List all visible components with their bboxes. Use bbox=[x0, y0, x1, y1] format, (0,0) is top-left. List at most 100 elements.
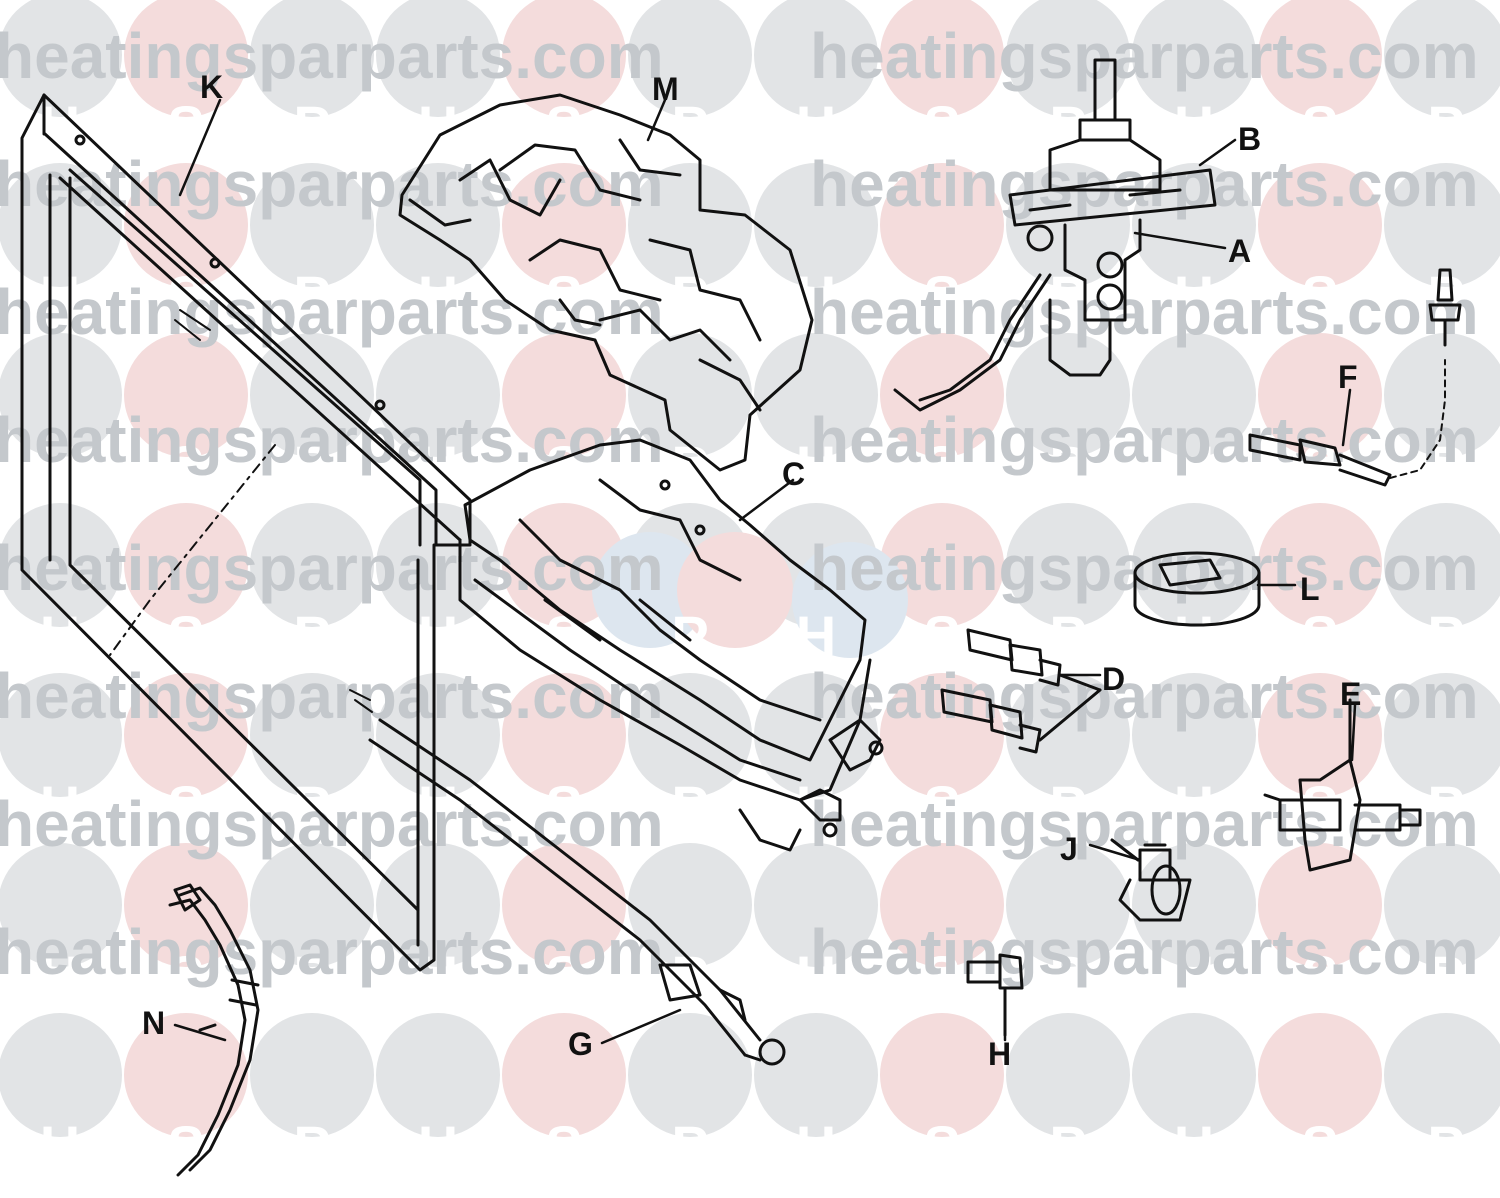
watermark-circle bbox=[124, 843, 248, 967]
callout-e: E bbox=[1340, 676, 1361, 712]
watermark-circle bbox=[1006, 673, 1130, 797]
watermark-letter: P bbox=[671, 604, 708, 667]
watermark-letter: S bbox=[1301, 94, 1338, 157]
callout-l: L bbox=[1300, 571, 1320, 607]
watermark-letter: S bbox=[923, 604, 960, 667]
watermark-letter: S bbox=[1301, 1114, 1338, 1177]
callout-j: J bbox=[1060, 831, 1078, 867]
callout-k: K bbox=[200, 69, 223, 105]
watermark-letter: P bbox=[1427, 774, 1464, 837]
watermark-circle bbox=[1258, 503, 1382, 627]
watermark-letter: S bbox=[1301, 774, 1338, 837]
watermark-circle bbox=[880, 503, 1004, 627]
watermark-circle bbox=[677, 532, 793, 648]
watermark-circle bbox=[1258, 333, 1382, 457]
watermark-letter: P bbox=[1049, 1114, 1086, 1177]
watermark-letter: S bbox=[923, 944, 960, 1007]
watermark-circle bbox=[1258, 163, 1382, 287]
watermark-letter: S bbox=[923, 774, 960, 837]
watermark-letter: H bbox=[40, 944, 80, 1007]
watermark-circle bbox=[1258, 0, 1382, 117]
part-g-rail bbox=[368, 718, 786, 1066]
watermark-circle bbox=[250, 333, 374, 457]
watermark-letter: H bbox=[418, 604, 458, 667]
watermark-circles bbox=[0, 0, 1500, 1137]
watermark-text: heatingsparparts.com bbox=[810, 532, 1479, 604]
watermark-letter: S bbox=[167, 434, 204, 497]
watermark-circle bbox=[592, 532, 708, 648]
watermark-letter: P bbox=[1049, 264, 1086, 327]
watermark-text: heatingsparparts.com bbox=[0, 276, 664, 348]
watermark-circle bbox=[376, 0, 500, 117]
watermark-circle bbox=[628, 1013, 752, 1137]
watermark-circle bbox=[1132, 503, 1256, 627]
part-m-fuel-bed-coals bbox=[398, 93, 814, 472]
watermark-circle bbox=[754, 333, 878, 457]
callout-h: H bbox=[988, 1036, 1011, 1072]
watermark-text: heatingsparparts.com bbox=[810, 148, 1479, 220]
watermark-circle bbox=[628, 333, 752, 457]
watermark-letter: H bbox=[796, 774, 836, 837]
watermark-circle bbox=[754, 843, 878, 967]
watermark-letter: P bbox=[293, 434, 330, 497]
watermark-circle bbox=[124, 333, 248, 457]
watermark-circle bbox=[880, 843, 1004, 967]
watermark-text: heatingsparparts.com bbox=[0, 532, 664, 604]
watermark-letter: S bbox=[923, 1114, 960, 1177]
watermark-letter: P bbox=[671, 264, 708, 327]
watermark-circle bbox=[1258, 843, 1382, 967]
watermark-letter: P bbox=[1049, 944, 1086, 1007]
watermark-letter: H bbox=[40, 1114, 80, 1177]
watermark-letter: P bbox=[1427, 1114, 1464, 1177]
watermark-circle bbox=[250, 163, 374, 287]
watermark-circle bbox=[754, 1013, 878, 1137]
part-h-fitting bbox=[966, 953, 1024, 1037]
part-j-elbow-fitting bbox=[1110, 838, 1192, 922]
watermark-circle bbox=[0, 163, 122, 287]
watermark-letter: S bbox=[1301, 264, 1338, 327]
watermark-letter: H bbox=[796, 434, 836, 497]
watermark-circle bbox=[1006, 333, 1130, 457]
watermark-circle bbox=[1132, 0, 1256, 117]
watermark-circle bbox=[1384, 0, 1500, 117]
part-f-thermocouple bbox=[1248, 268, 1462, 487]
watermark-circle bbox=[502, 843, 626, 967]
watermark-circle bbox=[880, 333, 1004, 457]
watermark-letter: P bbox=[293, 264, 330, 327]
part-e-electrode bbox=[1263, 698, 1422, 872]
part-d-injectors bbox=[940, 628, 1102, 754]
watermark-letter: H bbox=[40, 434, 80, 497]
watermark-circle bbox=[628, 0, 752, 117]
watermark-letter: P bbox=[293, 1114, 330, 1177]
watermark-letter: S bbox=[167, 604, 204, 667]
watermark-circle bbox=[1384, 843, 1500, 967]
watermark-text: heatingsparparts.com bbox=[0, 404, 664, 476]
watermark-circle bbox=[880, 673, 1004, 797]
watermark-letter: P bbox=[671, 1114, 708, 1177]
watermark-circle bbox=[502, 673, 626, 797]
callout-n: N bbox=[142, 1005, 165, 1041]
watermark-letter: H bbox=[418, 264, 458, 327]
watermark-letter: S bbox=[1301, 944, 1338, 1007]
watermark-letter: H bbox=[1174, 604, 1214, 667]
watermark-circle bbox=[880, 163, 1004, 287]
watermark-circle bbox=[250, 843, 374, 967]
watermark-letter: S bbox=[545, 1114, 582, 1177]
watermark-circle bbox=[880, 0, 1004, 117]
watermark-circle bbox=[0, 843, 122, 967]
watermark-circle bbox=[376, 163, 500, 287]
watermark-circle bbox=[376, 843, 500, 967]
watermark-letter: H bbox=[1174, 94, 1214, 157]
watermark-letter: P bbox=[293, 944, 330, 1007]
watermark-letter: P bbox=[671, 94, 708, 157]
watermark-circle bbox=[0, 0, 122, 117]
watermark-letter: H bbox=[796, 944, 836, 1007]
watermark-letter: H bbox=[796, 264, 836, 327]
watermark-circle bbox=[0, 503, 122, 627]
watermark-letter: H bbox=[796, 94, 836, 157]
watermark-circle bbox=[0, 1013, 122, 1137]
callout-g: G bbox=[568, 1026, 593, 1062]
